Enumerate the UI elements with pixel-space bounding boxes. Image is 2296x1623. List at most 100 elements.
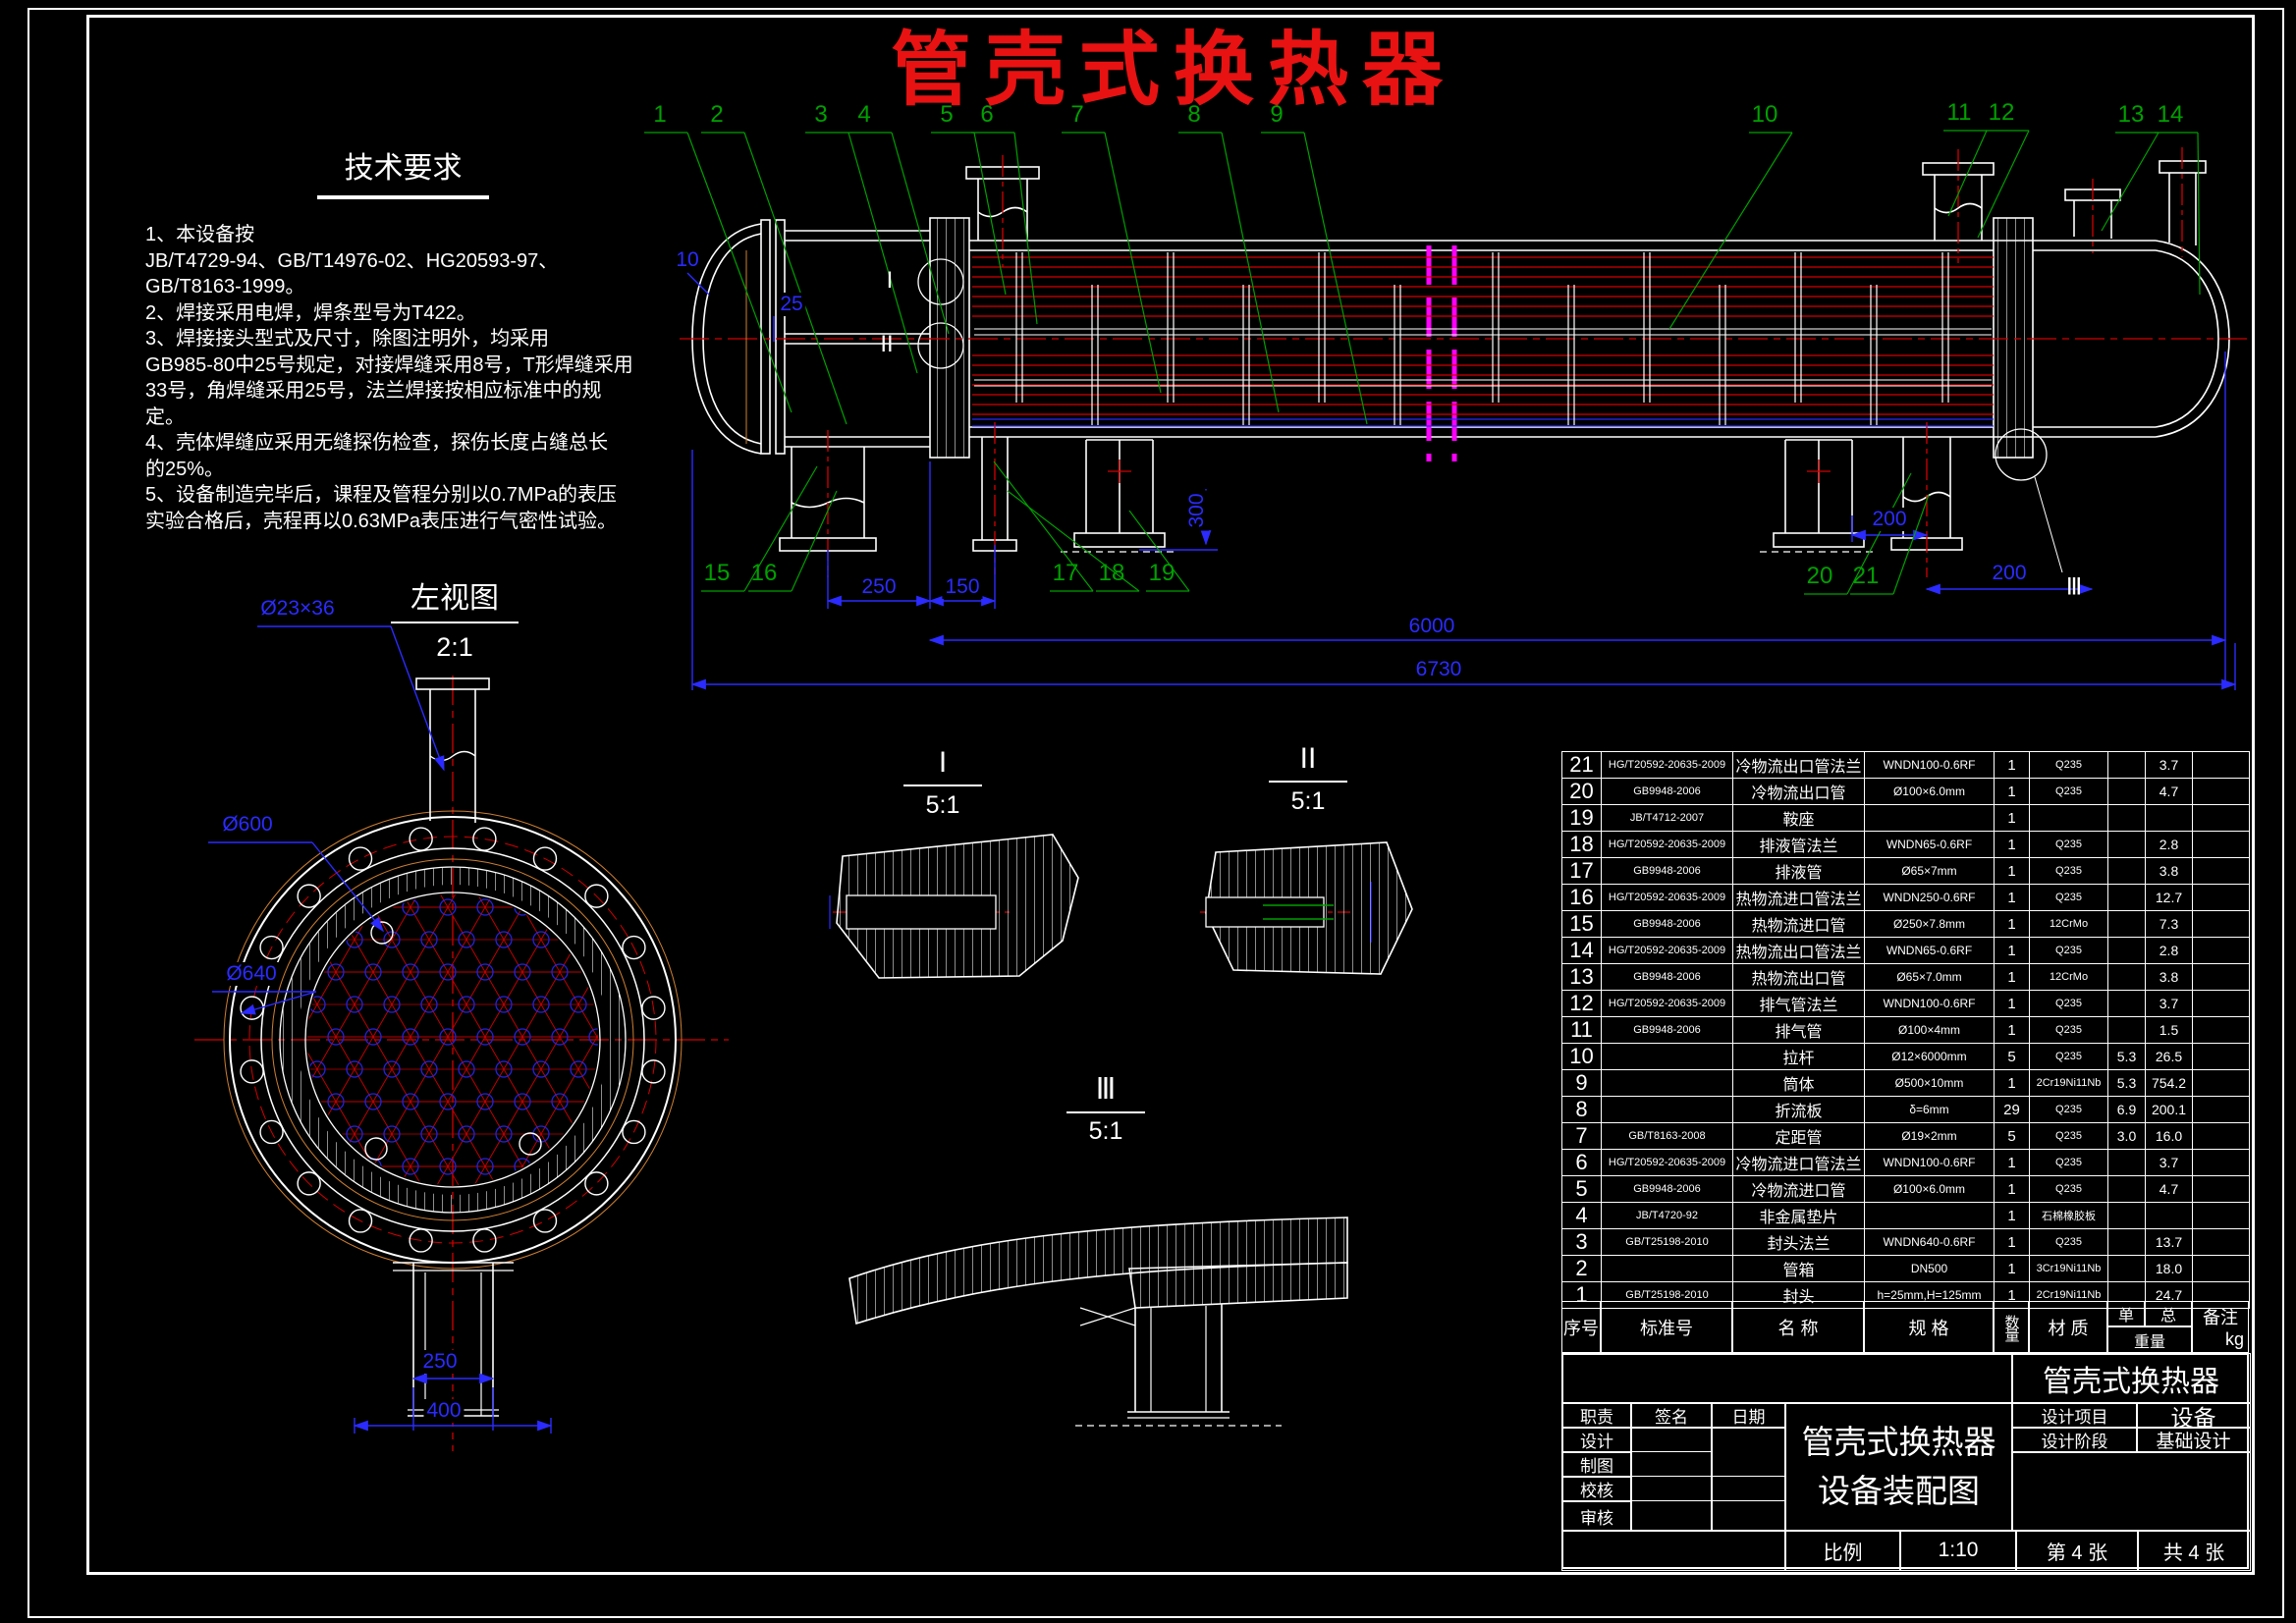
bom-cell-total: 7.3 [2145, 910, 2193, 938]
bom-cell-unit [2107, 778, 2146, 805]
bom-cell-no: 10 [1561, 1043, 1602, 1070]
bom-cell-std: GB/T25198-2010 [1601, 1228, 1733, 1256]
bom-cell-std [1601, 1043, 1733, 1070]
bom-cell-unit [2107, 1202, 2146, 1229]
bom-cell-std: HG/T20592-20635-2009 [1601, 831, 1733, 858]
dimension-lines-blue [208, 272, 2237, 1434]
bom-cell-std: JB/T4712-2007 [1601, 804, 1733, 832]
dimension-label: 25 [777, 293, 806, 316]
bom-cell-note [2192, 990, 2250, 1017]
bom-cell-total: 1.5 [2145, 1016, 2193, 1044]
bom-cell-mat: Q235 [2029, 937, 2108, 964]
bom-cell-unit [2107, 1175, 2146, 1203]
ground-dashed-lines [1061, 551, 1878, 1427]
detail-marker-label: I [886, 267, 894, 294]
bom-cell-unit [2107, 990, 2146, 1017]
aux-orange-lines [223, 250, 747, 1270]
bom-cell-spec [1864, 1202, 1995, 1229]
bom-cell-mat: 石棉橡胶板 [2029, 1202, 2108, 1229]
bom-cell-unit [2107, 937, 2146, 964]
titleblock-col-sign: 签名 [1630, 1402, 1713, 1429]
bolt-holes [240, 827, 666, 1253]
bom-cell-std: GB9948-2006 [1601, 778, 1733, 805]
bom-cell-unit [2107, 1016, 2146, 1044]
dimension-label: 200 [1989, 562, 2030, 585]
bom-header-note-label: 备注 [2203, 1308, 2238, 1327]
bom-cell-total: 3.7 [2145, 990, 2193, 1017]
bom-cell-spec: Ø65×7.0mm [1864, 963, 1995, 991]
bom-cell-note [2192, 1043, 2250, 1070]
bom-cell-mat: Q235 [2029, 751, 2108, 779]
bom-cell-spec: WNDN100-0.6RF [1864, 751, 1995, 779]
titleblock-scale-value: 1:10 [1899, 1530, 2017, 1571]
bom-cell-note [2192, 1069, 2250, 1097]
bom-cell-qty: 1 [1994, 910, 2030, 938]
bom-cell-qty: 1 [1994, 1281, 2030, 1309]
bom-cell-total: 2.8 [2145, 831, 2193, 858]
bom-cell-unit [2107, 751, 2146, 779]
bom-cell-note [2192, 1228, 2250, 1256]
bom-cell-name: 筒体 [1732, 1069, 1865, 1097]
bom-header-no: 序号 [1561, 1301, 1601, 1353]
bom-cell-no: 12 [1561, 990, 1602, 1017]
bom-cell-mat: Q235 [2029, 1149, 2108, 1176]
bom-cell-mat: Q235 [2029, 857, 2108, 885]
bom-cell-spec: Ø100×6.0mm [1864, 1175, 1995, 1203]
bom-cell-mat: Q235 [2029, 884, 2108, 911]
dimension-label: Ø600 [219, 813, 276, 837]
bom-cell-unit: 3.0 [2107, 1122, 2146, 1150]
bom-cell-total: 26.5 [2145, 1043, 2193, 1070]
titleblock-sheet-no: 第 4 张 [2015, 1530, 2139, 1571]
titleblock-design-stage: 基础设计 [2136, 1427, 2251, 1453]
bom-cell-mat: Q235 [2029, 778, 2108, 805]
detail-I-title: I [903, 746, 982, 786]
bom-cell-mat: 12CrMo [2029, 963, 2108, 991]
bom-cell-qty: 1 [1994, 778, 2030, 805]
titleblock-drawing-title: 管壳式换热器 设备装配图 [1784, 1402, 2013, 1532]
titleblock-design-project: 设备 [2136, 1402, 2251, 1429]
bom-cell-total: 754.2 [2145, 1069, 2193, 1097]
bom-cell-name: 热物流进口管法兰 [1732, 884, 1865, 911]
bom-cell-mat: Q235 [2029, 831, 2108, 858]
dimension-label: 250 [419, 1350, 461, 1374]
bom-cell-name: 冷物流出口管法兰 [1732, 751, 1865, 779]
bom-cell-unit [2107, 1149, 2146, 1176]
bom-cell-spec: WNDN640-0.6RF [1864, 1228, 1995, 1256]
bom-cell-qty: 29 [1994, 1096, 2030, 1123]
detail-I-scale: 5:1 [925, 791, 960, 819]
bom-cell-spec: Ø12×6000mm [1864, 1043, 1995, 1070]
bom-cell-no: 11 [1561, 1016, 1602, 1044]
part-callout-16: 16 [750, 560, 778, 586]
bom-cell-no: 3 [1561, 1228, 1602, 1256]
detail-marker-label: Ⅲ [2065, 573, 2083, 601]
bom-cell-qty: 1 [1994, 804, 2030, 832]
bom-header-weight: 重量 [2107, 1326, 2192, 1353]
bom-cell-total: 16.0 [2145, 1122, 2193, 1150]
bom-cell-note [2192, 778, 2250, 805]
tech-line: 4、壳体焊缝应采用无缝探伤检查，探伤长度占缝总长 [145, 432, 609, 454]
bom-cell-std: HG/T20592-20635-2009 [1601, 937, 1733, 964]
part-callout-15: 15 [703, 560, 731, 586]
bom-cell-total [2145, 804, 2193, 832]
bom-cell-no: 4 [1561, 1202, 1602, 1229]
bom-cell-name: 拉杆 [1732, 1043, 1865, 1070]
part-callout-18: 18 [1098, 560, 1125, 586]
sheet-outer-frame [27, 8, 2284, 1618]
bom-cell-note [2192, 937, 2250, 964]
bom-cell-qty: 1 [1994, 1255, 2030, 1282]
bom-cell-mat: Q235 [2029, 1122, 2108, 1150]
titleblock-drawing-title-line1: 管壳式换热器 [1801, 1424, 1996, 1460]
bom-cell-unit: 5.3 [2107, 1069, 2146, 1097]
titleblock-grid-line [1630, 1476, 1786, 1477]
bom-cell-std: GB9948-2006 [1601, 1016, 1733, 1044]
bom-cell-name: 热物流出口管 [1732, 963, 1865, 991]
